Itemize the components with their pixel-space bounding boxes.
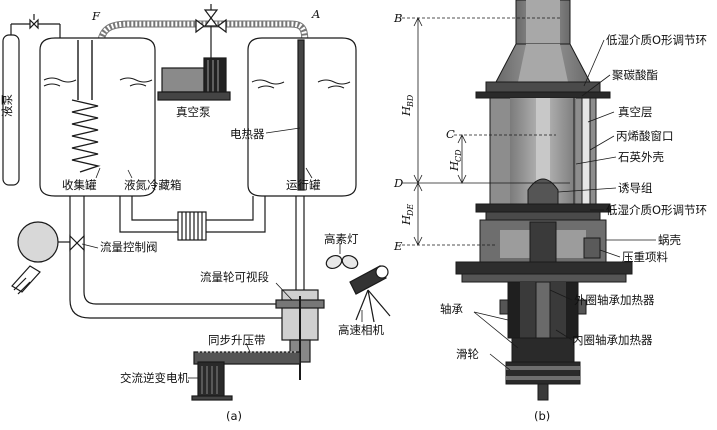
svg-text:H: H (399, 214, 413, 226)
liquid-pump-label: 液泵 (0, 94, 14, 117)
volute-label: 蜗壳 (658, 233, 681, 247)
inner-heater-label: 内圈轴承加热器 (572, 333, 653, 347)
dim-hbd: H BD (399, 94, 415, 117)
ac-motor (191, 361, 233, 401)
inducer-label: 诱导组 (618, 181, 653, 195)
collection-tank-label: 收集罐 (62, 178, 97, 192)
panel-a-caption: (a) (226, 409, 242, 423)
pulley (505, 361, 581, 385)
point-d-label: D (393, 176, 403, 190)
high-camera-label: 高速相机 (338, 323, 384, 337)
panel-b-caption: (b) (534, 409, 550, 423)
run-tank (247, 37, 357, 197)
vacuum-pump-label: 真空泵 (176, 105, 211, 119)
ln2-box-label: 液氮冷藏箱 (124, 178, 182, 192)
vacuum-layer-label: 真空层 (618, 105, 653, 119)
flow-section-label: 流量轮可视段 (200, 270, 269, 284)
svg-text:H: H (399, 105, 413, 117)
svg-text:BD: BD (406, 94, 415, 108)
svg-text:DE: DE (406, 204, 415, 217)
panel-b-leaders (473, 39, 656, 371)
dimension-lines (402, 17, 570, 246)
panel-b (402, 0, 656, 401)
sync-belt (193, 351, 301, 365)
downcomer-pipe (69, 196, 300, 319)
polycarb-label: 聚碳酸酯 (612, 68, 658, 82)
lower-flange (475, 203, 611, 213)
high-lamp-label: 高素灯 (324, 232, 359, 246)
upper-flange (485, 81, 601, 93)
svg-text:CD: CD (454, 149, 463, 162)
point-f-label: F (91, 9, 101, 23)
pump-assembly (275, 289, 325, 380)
run-tank-label: 运行罐 (286, 178, 321, 192)
flow-control-valve (11, 221, 85, 295)
oring-lower-label: 低湿介质O形调节环 (606, 203, 707, 217)
pulley-label: 滑轮 (456, 347, 479, 361)
point-c-label: C (446, 127, 455, 141)
panel-a-leaders (81, 127, 363, 379)
outer-heater-label: 外圈轴承加热器 (574, 293, 655, 307)
panel-a-text: 液泵 F A 真空泵 电热器 收集罐 液氮冷藏箱 运行罐 流量控制阀 流量轮可视… (0, 7, 384, 423)
ballast-label: 压重项料 (622, 250, 668, 264)
quartz-shell-label: 石英外壳 (618, 150, 664, 164)
collection-tank (39, 37, 156, 197)
point-b-label: B (393, 11, 402, 25)
panel-b-text: B C D E H BD H CD H DE 低湿介质O形调节环 聚碳酸酯 真空… (393, 11, 707, 423)
bearing-label: 轴承 (440, 302, 463, 316)
tank-connecting-pipe (119, 196, 266, 241)
ac-motor-label: 交流逆变电机 (120, 371, 189, 385)
high-lamp (325, 254, 359, 270)
run-tank-shaft (295, 196, 305, 300)
liquid-pump-cylinder (2, 14, 61, 186)
top-cross-valve (195, 4, 227, 58)
electric-heater-label: 电热器 (230, 127, 265, 141)
sync-belt-label: 同步升压带 (208, 333, 266, 347)
oring-upper-label: 低湿介质O形调节环 (606, 33, 707, 47)
dim-hde: H DE (399, 204, 415, 226)
svg-text:H: H (447, 160, 461, 172)
point-e-label: E (393, 239, 403, 253)
vacuum-pump (157, 57, 231, 101)
point-a-label: A (311, 7, 320, 21)
acrylic-window-label: 丙烯酸窗口 (616, 129, 674, 143)
base-plate (455, 261, 633, 275)
panel-a (2, 4, 391, 401)
dim-hcd: H CD (447, 149, 463, 172)
high-speed-camera (349, 265, 391, 323)
flow-valve-label: 流量控制阀 (100, 240, 158, 254)
